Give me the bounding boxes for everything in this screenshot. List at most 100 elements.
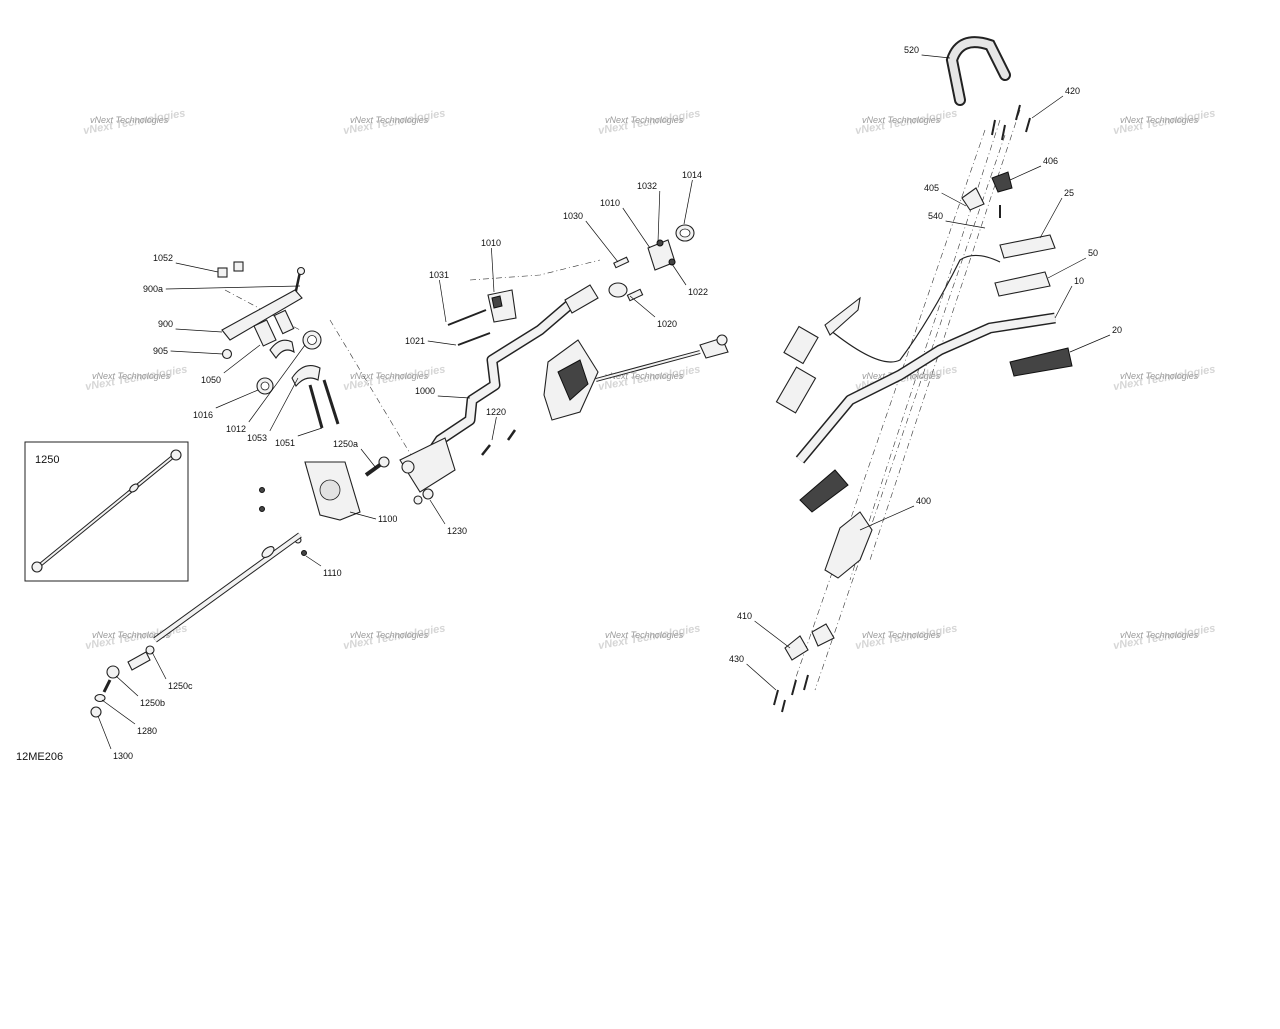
column-yoke [564, 284, 599, 314]
rod-end-1250b-eye [106, 665, 120, 679]
bushing-1050 [253, 319, 277, 347]
callout-900: 900 [158, 319, 173, 329]
bushing-1020 [608, 282, 628, 298]
leader-line-430 [746, 663, 777, 691]
leader-line-20 [1069, 334, 1111, 353]
leader-line-406 [1009, 165, 1042, 181]
callout-1052: 1052 [153, 253, 173, 263]
callout-1250c: 1250c [168, 681, 193, 691]
leader-line-1021 [427, 340, 457, 346]
leader-line-1250b [115, 675, 139, 697]
assembly-line [329, 319, 421, 471]
watermark-text: vNext Technologies [862, 115, 941, 125]
leader-line-10 [1054, 285, 1073, 319]
leader-line-1020 [629, 295, 656, 318]
callout-420: 420 [1065, 86, 1080, 96]
callout-1230: 1230 [447, 526, 467, 536]
inset-label: 1250 [35, 454, 59, 466]
leader-line-520 [921, 54, 951, 59]
leader-line-540 [945, 220, 986, 229]
washer-1230 [422, 488, 434, 500]
leader-line-1220 [491, 416, 497, 441]
callout-1032: 1032 [637, 181, 657, 191]
bolt-1021 [457, 332, 491, 346]
callout-905: 905 [153, 346, 168, 356]
leader-line-1280 [101, 699, 136, 725]
washer-905 [221, 348, 233, 360]
leader-line-1300 [97, 715, 112, 750]
nut-1022 [668, 258, 676, 266]
screws-420 [991, 104, 1031, 141]
callout-406: 406 [1043, 156, 1058, 166]
leader-line-1022 [671, 263, 687, 286]
throttle-cable [829, 254, 1001, 363]
leader-line-1012 [248, 344, 306, 423]
leader-line-1050 [223, 344, 261, 374]
leader-line-1250c [151, 651, 167, 680]
leader-line-1250a [360, 448, 377, 469]
handlebar-parts [773, 36, 1073, 713]
diagram-code: 12ME206 [16, 751, 63, 763]
grip-20 [1009, 347, 1073, 377]
inset-1250: 1250 [24, 441, 189, 582]
inset-tie-rod [39, 454, 176, 566]
bolt-1220 [506, 429, 517, 441]
callout-1053: 1053 [247, 433, 267, 443]
callout-1051: 1051 [275, 438, 295, 448]
gear-housing-detail [557, 359, 589, 401]
assembly-line [469, 259, 601, 281]
watermark-text: vNext Technologies [350, 630, 429, 640]
nut-1052 [217, 267, 228, 278]
bushing-1050 [273, 309, 295, 335]
callout-1050: 1050 [201, 375, 221, 385]
callout-1012: 1012 [226, 424, 246, 434]
watermark-text: vNext Technologies [605, 630, 684, 640]
bolt-1220 [481, 444, 491, 456]
callout-900a: 900a [143, 284, 163, 294]
grip-25 [999, 234, 1056, 259]
watermark-text: vNext Technologies [862, 630, 941, 640]
callout-520: 520 [904, 45, 919, 55]
callout-1250a: 1250a [333, 439, 358, 449]
watermark-text: vNext Technologies [1120, 630, 1199, 640]
left-column-parts [90, 261, 390, 718]
leader-line-900a [165, 285, 301, 290]
leader-line-1052 [175, 262, 219, 273]
callout-1031: 1031 [429, 270, 449, 280]
callout-labels: 5204204064055402550102040041043010141032… [113, 45, 1122, 761]
output-shaft [595, 351, 701, 381]
callout-410: 410 [737, 611, 752, 621]
washer-1280 [94, 693, 106, 703]
leader-line-1100 [349, 511, 377, 520]
grip-left-dark [799, 469, 849, 513]
bolt-1031 [447, 309, 487, 326]
bolt-1051 [322, 379, 340, 425]
leader-line-1010 [622, 207, 651, 249]
grip-left-lower [775, 366, 817, 414]
leader-line-900 [175, 328, 223, 333]
callout-1022: 1022 [688, 287, 708, 297]
leader-line-1010 [491, 247, 495, 293]
steering-column-1000 [416, 296, 578, 473]
leader-line-1032 [657, 190, 661, 243]
callout-50: 50 [1088, 248, 1098, 258]
clamp-410 [811, 623, 835, 647]
pin-1030 [613, 256, 630, 269]
inset-rod-collar [129, 483, 139, 493]
clamp-410 [784, 635, 809, 661]
bolt-head-900a [296, 266, 306, 276]
grab-handle-520 [947, 38, 1009, 104]
clamp-405 [961, 187, 985, 211]
seal-1016-inner [260, 381, 270, 391]
leader-line-1053 [269, 377, 299, 432]
inset-rod-end-bottom [31, 561, 43, 573]
shaft-end-eye [716, 334, 728, 346]
